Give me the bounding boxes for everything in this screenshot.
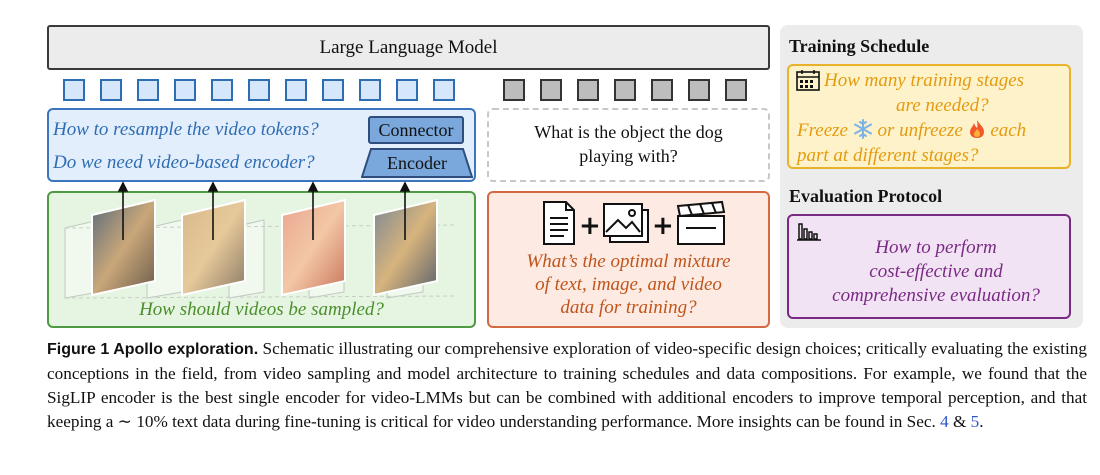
video-frame-3 (281, 198, 346, 297)
llm-label: Large Language Model (319, 36, 498, 58)
caption-body: Schematic illustrating our comprehensive… (47, 339, 1087, 431)
mixture-question-line-2: of text, image, and video (535, 274, 722, 295)
mixture-question: What’s the optimal mixture of text, imag… (487, 250, 770, 319)
video-token (248, 79, 270, 101)
video-token (433, 79, 455, 101)
video-token (322, 79, 344, 101)
video-frame-4 (373, 198, 438, 297)
video-token (100, 79, 122, 101)
text-token (540, 79, 562, 101)
video-token (359, 79, 381, 101)
video-frame-1 (91, 198, 156, 297)
evaluation-question-line-1: How to perform (875, 237, 997, 258)
llm-bar: Large Language Model (47, 25, 770, 70)
text-token (651, 79, 673, 101)
encoder-label: Encoder (387, 152, 447, 173)
modality-icons: + + (543, 200, 726, 245)
figure-caption: Figure 1 Apollo exploration. Schematic i… (47, 337, 1087, 434)
video-token (285, 79, 307, 101)
mixture-question-line-1: What’s the optimal mixture (526, 251, 731, 272)
encoder-question: Do we need video-based encoder? (53, 152, 315, 173)
evaluation-protocol-title: Evaluation Protocol (789, 186, 943, 206)
connector-label: Connector (378, 119, 454, 140)
training-schedule-box (787, 64, 1071, 169)
section-ref-4[interactable]: 4 (940, 412, 949, 431)
video-token (137, 79, 159, 101)
sampling-question: How should videos be sampled? (139, 299, 384, 320)
encoder-block: Encoder (361, 148, 473, 178)
text-token (577, 79, 599, 101)
training-schedule-title: Training Schedule (789, 36, 930, 56)
evaluation-protocol-box (787, 214, 1071, 319)
text-token (688, 79, 710, 101)
video-token (174, 79, 196, 101)
text-token (614, 79, 636, 101)
evaluation-question: How to perform cost-effective and compre… (805, 236, 1067, 308)
each-word: each (990, 120, 1027, 141)
fire-icon (969, 120, 984, 138)
caption-end: . (979, 412, 984, 431)
image-icon (603, 203, 649, 243)
caption-amp: & (953, 412, 967, 431)
training-q2-line-1: Freeze or unfreeze each (797, 118, 1026, 143)
snowflake-icon (853, 119, 872, 139)
evaluation-question-line-2: cost-effective and (869, 261, 1003, 282)
mixture-question-line-3: data for training? (560, 297, 697, 318)
training-q1-line-2: are needed? (896, 95, 989, 116)
calendar-icon (796, 70, 820, 91)
plus-sign: + (652, 211, 674, 241)
text-token (725, 79, 747, 101)
evaluation-question-line-3: comprehensive evaluation? (832, 285, 1040, 306)
plus-sign: + (579, 211, 601, 241)
section-ref-5[interactable]: 5 (970, 412, 980, 431)
clapperboard-icon (676, 200, 726, 245)
freeze-word: Freeze (797, 120, 848, 141)
video-frame-2 (181, 198, 246, 297)
document-icon (543, 201, 575, 245)
text-query-box (487, 108, 770, 182)
video-token (211, 79, 233, 101)
video-token (63, 79, 85, 101)
video-token (396, 79, 418, 101)
text-query-line-1: What is the object the dog (534, 122, 723, 142)
figure-label: Figure 1 Apollo exploration. (47, 341, 259, 358)
video-frames-illustration (64, 181, 458, 299)
training-q1-line-1: How many training stages (824, 70, 1025, 91)
text-query-line-2: playing with? (579, 146, 678, 166)
connector-block: Connector (368, 116, 464, 144)
or-unfreeze-words: or unfreeze (877, 120, 963, 141)
resample-question: How to resample the video tokens? (53, 119, 319, 140)
text-token (503, 79, 525, 101)
bar-chart-icon (797, 223, 821, 241)
training-q2-line-2: part at different stages? (797, 145, 979, 166)
